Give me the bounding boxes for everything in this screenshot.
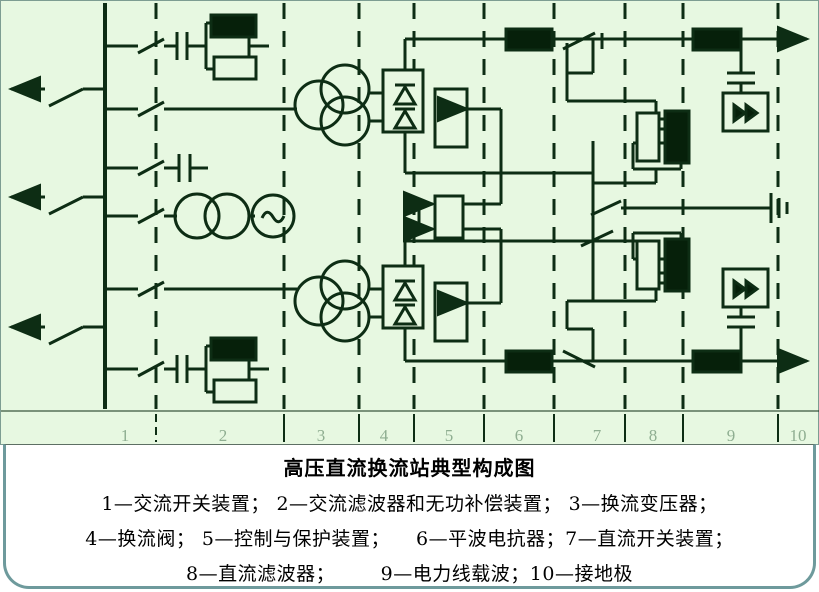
ac-filter-reactor-blocks bbox=[209, 13, 258, 362]
smoothing-reactor-bottom-left bbox=[504, 349, 554, 374]
zone-scale-labels: 1 2 3 4 5 6 7 8 9 10 bbox=[121, 426, 807, 445]
control-unit-bottom bbox=[433, 281, 469, 343]
ac-filter-resistor-blocks bbox=[212, 55, 258, 404]
dc-switchgear-bottom bbox=[552, 299, 693, 369]
caption-panel: 高压直流换流站典型构成图 1—交流开关装置； 2—交流滤波器和无功补偿装置； 3… bbox=[3, 444, 816, 589]
power-line-carrier-top bbox=[721, 91, 770, 133]
converter-valve-bottom bbox=[381, 241, 425, 361]
diagram-title: 高压直流换流站典型构成图 bbox=[283, 456, 536, 480]
zone-scale-ticks bbox=[1, 410, 819, 442]
ground-electrode-icon bbox=[769, 193, 789, 223]
smoothing-reactor-group bbox=[504, 27, 743, 374]
zone-number-2: 2 bbox=[219, 426, 228, 445]
schematic-svg: 1 2 3 4 5 6 7 8 9 10 bbox=[1, 3, 819, 445]
converter-transformer-bottom bbox=[293, 259, 393, 343]
two-winding-transformer bbox=[173, 192, 255, 240]
power-line-carrier-bottom bbox=[721, 267, 770, 309]
branch-synchronous-condenser bbox=[105, 207, 177, 225]
ac-outgoing-feeders bbox=[8, 75, 105, 346]
dc-switchgear-top bbox=[552, 31, 693, 103]
zone-number-6: 6 bbox=[515, 426, 524, 445]
dc-filter-reactor-bottom bbox=[663, 237, 691, 293]
control-unit-center bbox=[433, 194, 465, 240]
zone-number-10: 10 bbox=[790, 426, 807, 445]
smoothing-reactor-bottom-right bbox=[691, 349, 743, 374]
converter-valve-top bbox=[381, 61, 425, 173]
dc-filter-reactor-top bbox=[663, 109, 691, 165]
zone-number-8: 8 bbox=[649, 426, 658, 445]
control-unit-top bbox=[433, 87, 469, 149]
converter-transformer-top bbox=[293, 63, 393, 147]
zone-number-4: 4 bbox=[380, 426, 389, 445]
zone-number-5: 5 bbox=[445, 426, 454, 445]
branch-converter-top bbox=[105, 100, 297, 118]
control-feedback-wiring bbox=[405, 109, 553, 303]
legend-line-2: 4—换流阀； 5—控制与保护装置； 6—平波电抗器；7—直流开关装置； bbox=[85, 528, 734, 550]
branch-converter-bottom bbox=[105, 280, 297, 298]
dc-filter-blocks bbox=[635, 109, 691, 293]
dc-outgoing-arrows bbox=[741, 25, 810, 375]
branch-capacitor-bank bbox=[105, 154, 208, 182]
ac-source-symbol bbox=[250, 193, 296, 239]
dc-filter-resistor-top bbox=[635, 111, 661, 163]
legend-line-1: 1—交流开关装置； 2—交流滤波器和无功补偿装置； 3—换流变压器； bbox=[101, 493, 718, 515]
smoothing-reactor-top-right bbox=[691, 27, 743, 52]
zone-number-9: 9 bbox=[727, 426, 736, 445]
zone-number-1: 1 bbox=[121, 426, 130, 445]
plc-coupling-bottom bbox=[727, 303, 755, 361]
dc-filter-resistor-bottom bbox=[635, 239, 661, 291]
zone-number-3: 3 bbox=[317, 426, 326, 445]
legend-line-3: 8—直流滤波器； 9—电力线载波；10—接地极 bbox=[186, 563, 633, 585]
smoothing-reactor-top-left bbox=[504, 27, 554, 52]
control-unit-signal-arrows bbox=[403, 95, 501, 317]
zone-number-7: 7 bbox=[593, 426, 602, 445]
diagram-panel: 1 2 3 4 5 6 7 8 9 10 bbox=[0, 0, 819, 445]
